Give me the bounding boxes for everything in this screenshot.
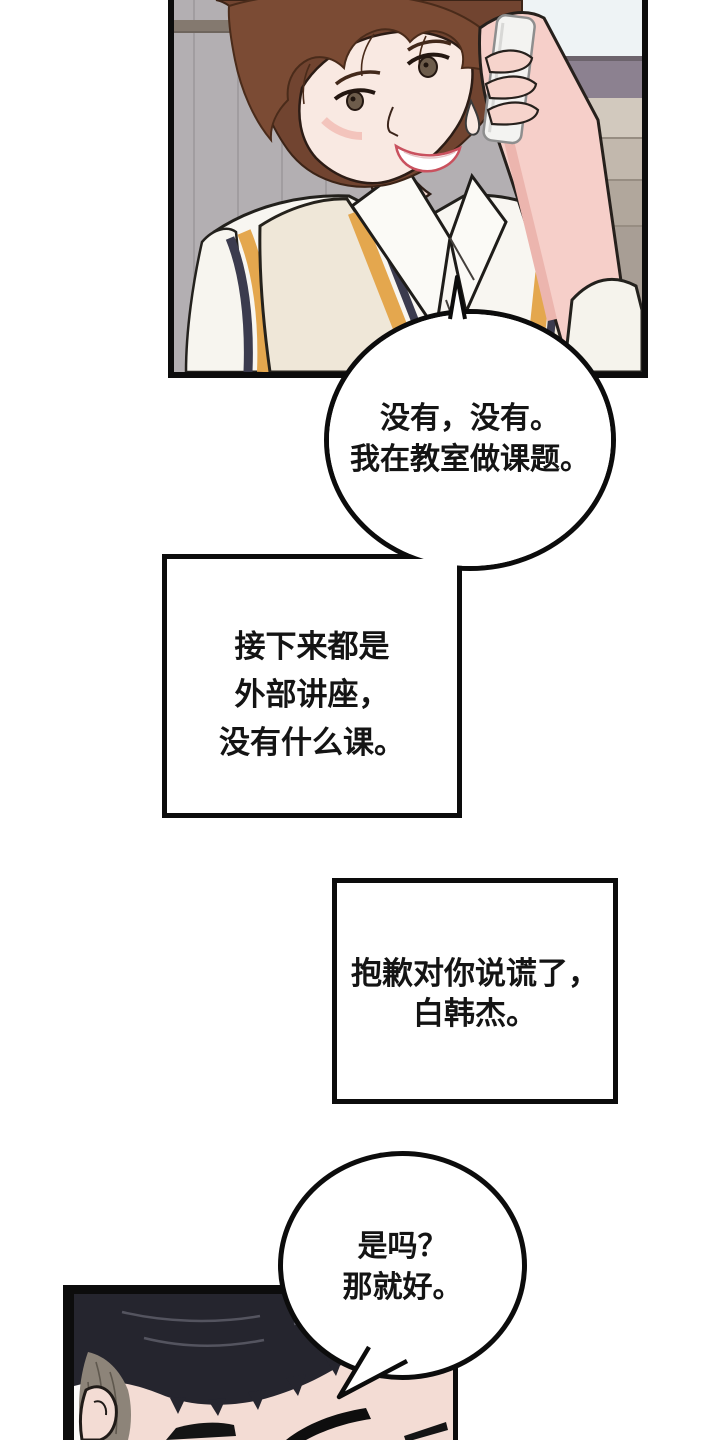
speech-line: 抱歉对你说谎了， [351, 956, 599, 992]
character-1-artwork [174, 0, 642, 372]
speech-bubble-1-fill [329, 314, 611, 566]
speech-tail-down-left [336, 1345, 409, 1400]
speech-line: 接下来都是 [234, 629, 390, 665]
speech-text-box-2: 接下来都是 外部讲座， 没有什么课。 [167, 623, 457, 767]
speech-line: 没有什么课。 [219, 725, 405, 761]
speech-tail-up [448, 275, 467, 320]
speech-line: 是吗？ [357, 1229, 448, 1264]
speech-line: 我在教室做课题。 [350, 442, 590, 477]
speech-box-2 [162, 554, 462, 818]
speech-text-box-3: 抱歉对你说谎了， 白韩杰。 [337, 954, 613, 1034]
speech-line: 外部讲座， [234, 677, 390, 713]
speech-bubble-4 [278, 1151, 527, 1380]
speech-box-3 [332, 878, 618, 1104]
speech-line: 那就好。 [342, 1270, 463, 1305]
speech-text-bubble-1: 没有，没有。 我在教室做课题。 [330, 398, 610, 480]
speech-line: 没有，没有。 [380, 401, 560, 436]
speech-line: 白韩杰。 [413, 996, 537, 1032]
panel-top [168, 0, 648, 378]
speech-text-bubble-4: 是吗？ 那就好。 [283, 1226, 522, 1308]
